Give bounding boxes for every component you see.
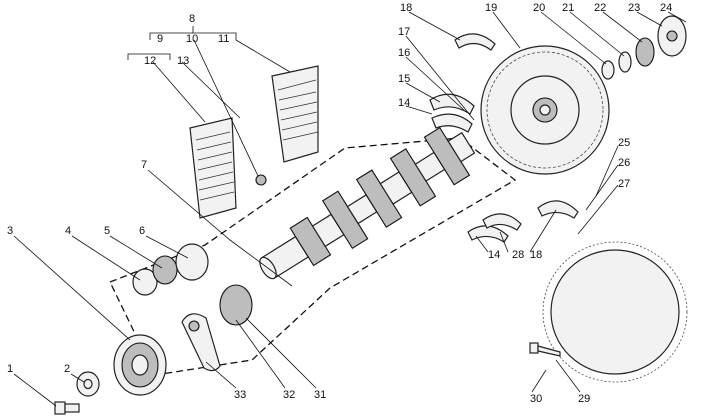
sleeve-icon [189,65,319,219]
ring-gear-icon [542,241,688,383]
label-7: 7 [141,159,147,171]
label-18b: 18 [530,249,542,261]
label-21: 21 [562,2,574,14]
leader-lines [13,11,687,407]
label-23: 23 [628,2,640,14]
label-17: 17 [398,26,410,38]
label-32: 32 [283,389,295,401]
flywheel-icon [480,45,610,175]
rod-icon [181,313,221,372]
label-4: 4 [65,225,71,237]
crankshaft-icon [259,126,476,280]
pulley-icon [113,334,167,396]
label-2: 2 [64,363,70,375]
label-26: 26 [618,157,630,169]
label-14b: 14 [488,249,500,261]
gear-icon [601,15,687,80]
label-19: 19 [485,2,497,14]
bolt-icon [54,342,561,415]
label-15: 15 [398,73,410,85]
label-11: 11 [218,33,229,45]
label-25: 25 [618,137,630,149]
label-30: 30 [530,393,542,405]
nut-icon [255,174,267,186]
label-6: 6 [139,225,145,237]
bearing-shell-icon [429,33,579,243]
label-20: 20 [533,2,545,14]
assembly-outline [109,137,517,376]
label-9: 9 [157,33,163,45]
label-18: 18 [400,2,412,14]
rod-hole [188,320,200,332]
label-16: 16 [398,47,410,59]
label-10: 10 [186,33,198,45]
label-3: 3 [7,225,13,237]
label-13: 13 [177,55,189,67]
bracket-8 [127,26,237,60]
part-labels: 1 2 3 4 5 6 7 8 9 10 11 12 13 14 15 16 1… [7,2,672,405]
label-8: 8 [189,13,195,25]
label-31: 31 [314,389,326,401]
label-12: 12 [144,55,156,67]
label-1: 1 [7,363,13,375]
label-27: 27 [618,178,630,190]
label-14: 14 [398,97,410,109]
label-24: 24 [660,2,672,14]
label-28: 28 [512,249,524,261]
label-29: 29 [578,393,590,405]
label-33: 33 [234,389,246,401]
washer-icon [76,243,253,397]
label-22: 22 [594,2,606,14]
label-5: 5 [104,225,110,237]
